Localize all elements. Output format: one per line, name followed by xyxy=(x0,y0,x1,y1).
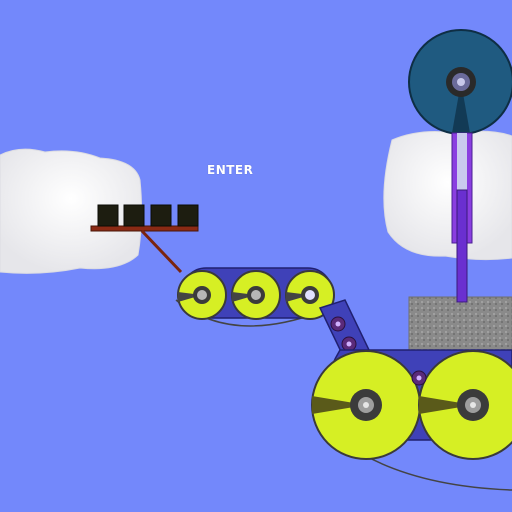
wheel-icon xyxy=(418,350,512,460)
enter-button[interactable]: ENTER xyxy=(207,163,254,177)
crate-shelf xyxy=(90,204,199,274)
crate-icon xyxy=(123,204,145,227)
cloud-left xyxy=(0,148,143,274)
wheel-icon xyxy=(311,350,421,460)
saw-blade-icon[interactable] xyxy=(408,29,512,135)
stone-block xyxy=(408,296,512,354)
small-tracked-vehicle[interactable] xyxy=(175,267,335,327)
crate-icon xyxy=(177,204,199,227)
gear-icon xyxy=(330,316,346,332)
crate-icon xyxy=(97,204,119,227)
connector-arm xyxy=(318,299,372,361)
wheel-icon xyxy=(177,270,227,320)
hydraulic-piston-icon[interactable] xyxy=(451,132,473,303)
gear-icon xyxy=(411,370,427,386)
large-tracked-vehicle[interactable] xyxy=(311,349,512,491)
cloud-right xyxy=(383,130,512,261)
wheel-icon xyxy=(231,270,281,320)
crate-icon xyxy=(150,204,172,227)
gear-icon xyxy=(341,336,357,352)
